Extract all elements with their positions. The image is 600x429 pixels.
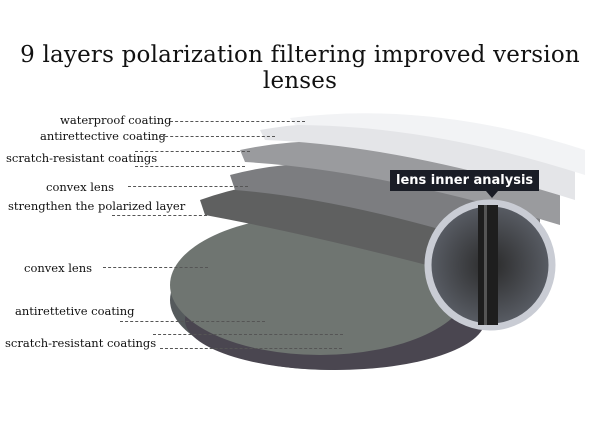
leader-line: [103, 267, 208, 268]
inner-layer-line: [484, 205, 487, 325]
lens-layer-waterproof: [290, 113, 585, 175]
label-waterproof-coating: waterproof coating: [60, 113, 172, 127]
page-title: 9 layers polarization filtering improved…: [20, 42, 580, 94]
lens-layer-antireflective: [260, 123, 575, 200]
label-scratch-resistant-coatings-lower: scratch-resistant coatings: [5, 336, 157, 350]
label-convex-lens-upper: convex lens: [46, 180, 115, 194]
label-polarized-layer: strengthen the polarized layer: [8, 199, 186, 213]
leader-line: [135, 151, 250, 152]
inner-layer-stripe: [478, 205, 498, 325]
leader-line: [160, 348, 342, 349]
leader-line: [112, 215, 207, 216]
leader-line: [170, 121, 305, 122]
leader-line: [135, 166, 245, 167]
leader-line: [153, 334, 343, 335]
leader-line: [120, 321, 265, 322]
leader-line: [160, 136, 275, 137]
lens-inner-analysis-callout: lens inner analysis: [390, 170, 540, 198]
label-antireflective-coating: antirettective coating: [40, 129, 166, 143]
label-antireflective-coating-lower: antirettetive coating: [15, 304, 135, 318]
leader-line: [128, 186, 248, 187]
label-scratch-resistant-coatings: scratch-resistant coatings: [6, 151, 158, 165]
label-convex-lens-lower: convex lens: [24, 261, 93, 275]
